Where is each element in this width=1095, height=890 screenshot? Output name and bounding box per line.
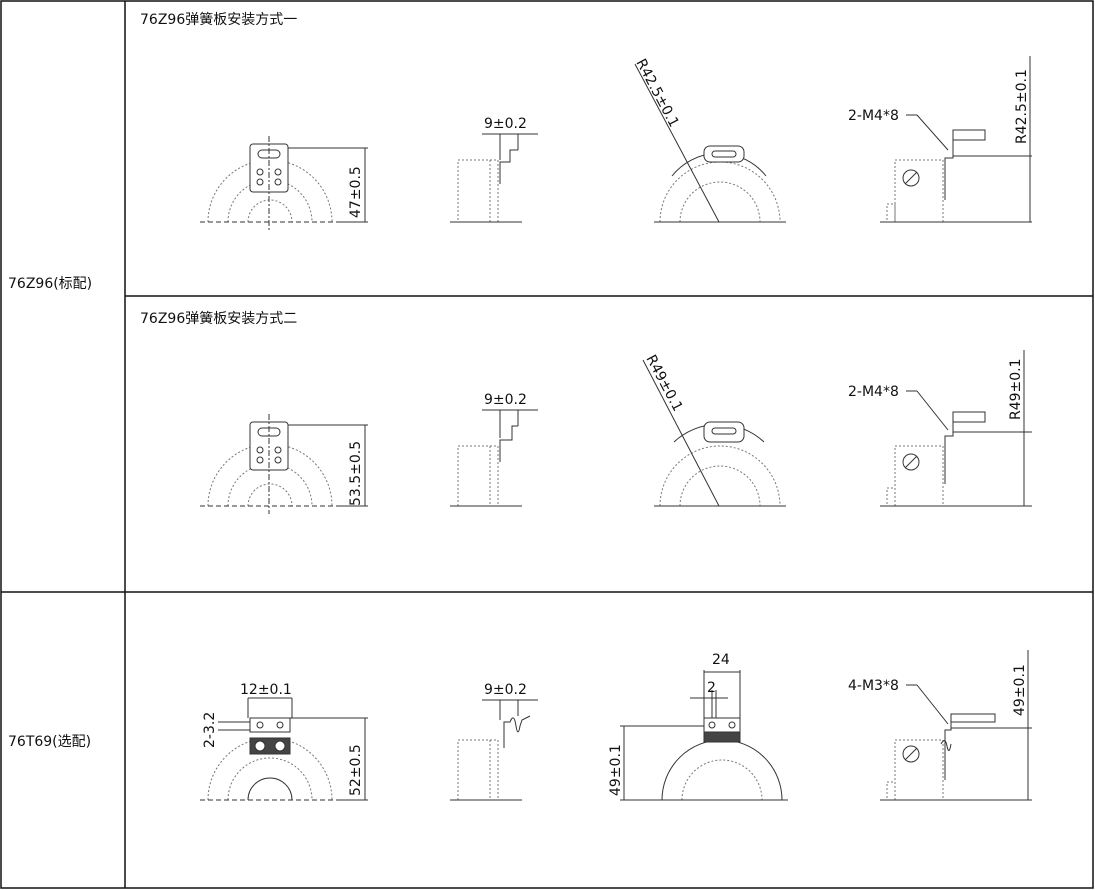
front-view-2 — [200, 414, 368, 514]
side-width-label-2: 9±0.2 — [484, 392, 527, 408]
side-view-1 — [450, 133, 538, 223]
section-title-method-1: 76Z96弹簧板安装方式一 — [140, 12, 298, 28]
top-width-label-3: 24 — [712, 652, 730, 668]
side-view-2 — [450, 409, 538, 507]
drawing-76t69: 12±0.1 2-3.2 52±0.5 9±0.2 24 2 49±0.1 — [200, 650, 1032, 801]
top-view-3 — [620, 670, 788, 801]
radius-view-1 — [634, 63, 786, 223]
side-view-3 — [450, 699, 538, 801]
row-label-76z96: 76Z96(标配) — [8, 276, 93, 292]
drawing-method-1: 47±0.5 9±0.2 R42.5±0.1 2-M4*8 R42.5±0.1 — [200, 56, 1032, 230]
front-height-label-3: 52±0.5 — [348, 744, 364, 796]
radius-view-2 — [642, 359, 786, 507]
drawing-method-2: 53.5±0.5 9±0.2 R49±0.1 2-M4*8 R49±0.1 — [200, 350, 1032, 514]
front-height-label-1: 47±0.5 — [348, 166, 364, 218]
side-width-label-3: 9±0.2 — [484, 682, 527, 698]
screw-label-3: 4-M3*8 — [848, 678, 899, 694]
front-view-3 — [200, 697, 368, 801]
right-height-label-3: 49±0.1 — [1012, 664, 1028, 716]
right-height-label-1: R42.5±0.1 — [1014, 69, 1030, 144]
right-view-2 — [880, 350, 1032, 507]
screw-label-1: 2-M4*8 — [848, 108, 899, 124]
front-width-label-3: 12±0.1 — [240, 682, 292, 698]
front-left-label-3: 2-3.2 — [202, 712, 218, 748]
left-height-label-3: 49±0.1 — [608, 744, 624, 796]
right-view-3 — [880, 650, 1032, 801]
front-view-1 — [200, 136, 368, 230]
section-title-method-2: 76Z96弹簧板安装方式二 — [140, 311, 298, 327]
screw-label-2: 2-M4*8 — [848, 384, 899, 400]
radius-label-1: R42.5±0.1 — [632, 56, 681, 130]
right-view-1 — [880, 56, 1032, 223]
slot-width-label-3: 2 — [707, 680, 716, 696]
side-width-label-1: 9±0.2 — [484, 116, 527, 132]
row-label-76t69: 76T69(选配) — [8, 734, 92, 750]
radius-label-2: R49±0.1 — [642, 352, 685, 414]
right-height-label-2: R49±0.1 — [1008, 358, 1024, 420]
front-height-label-2: 53.5±0.5 — [348, 441, 364, 506]
